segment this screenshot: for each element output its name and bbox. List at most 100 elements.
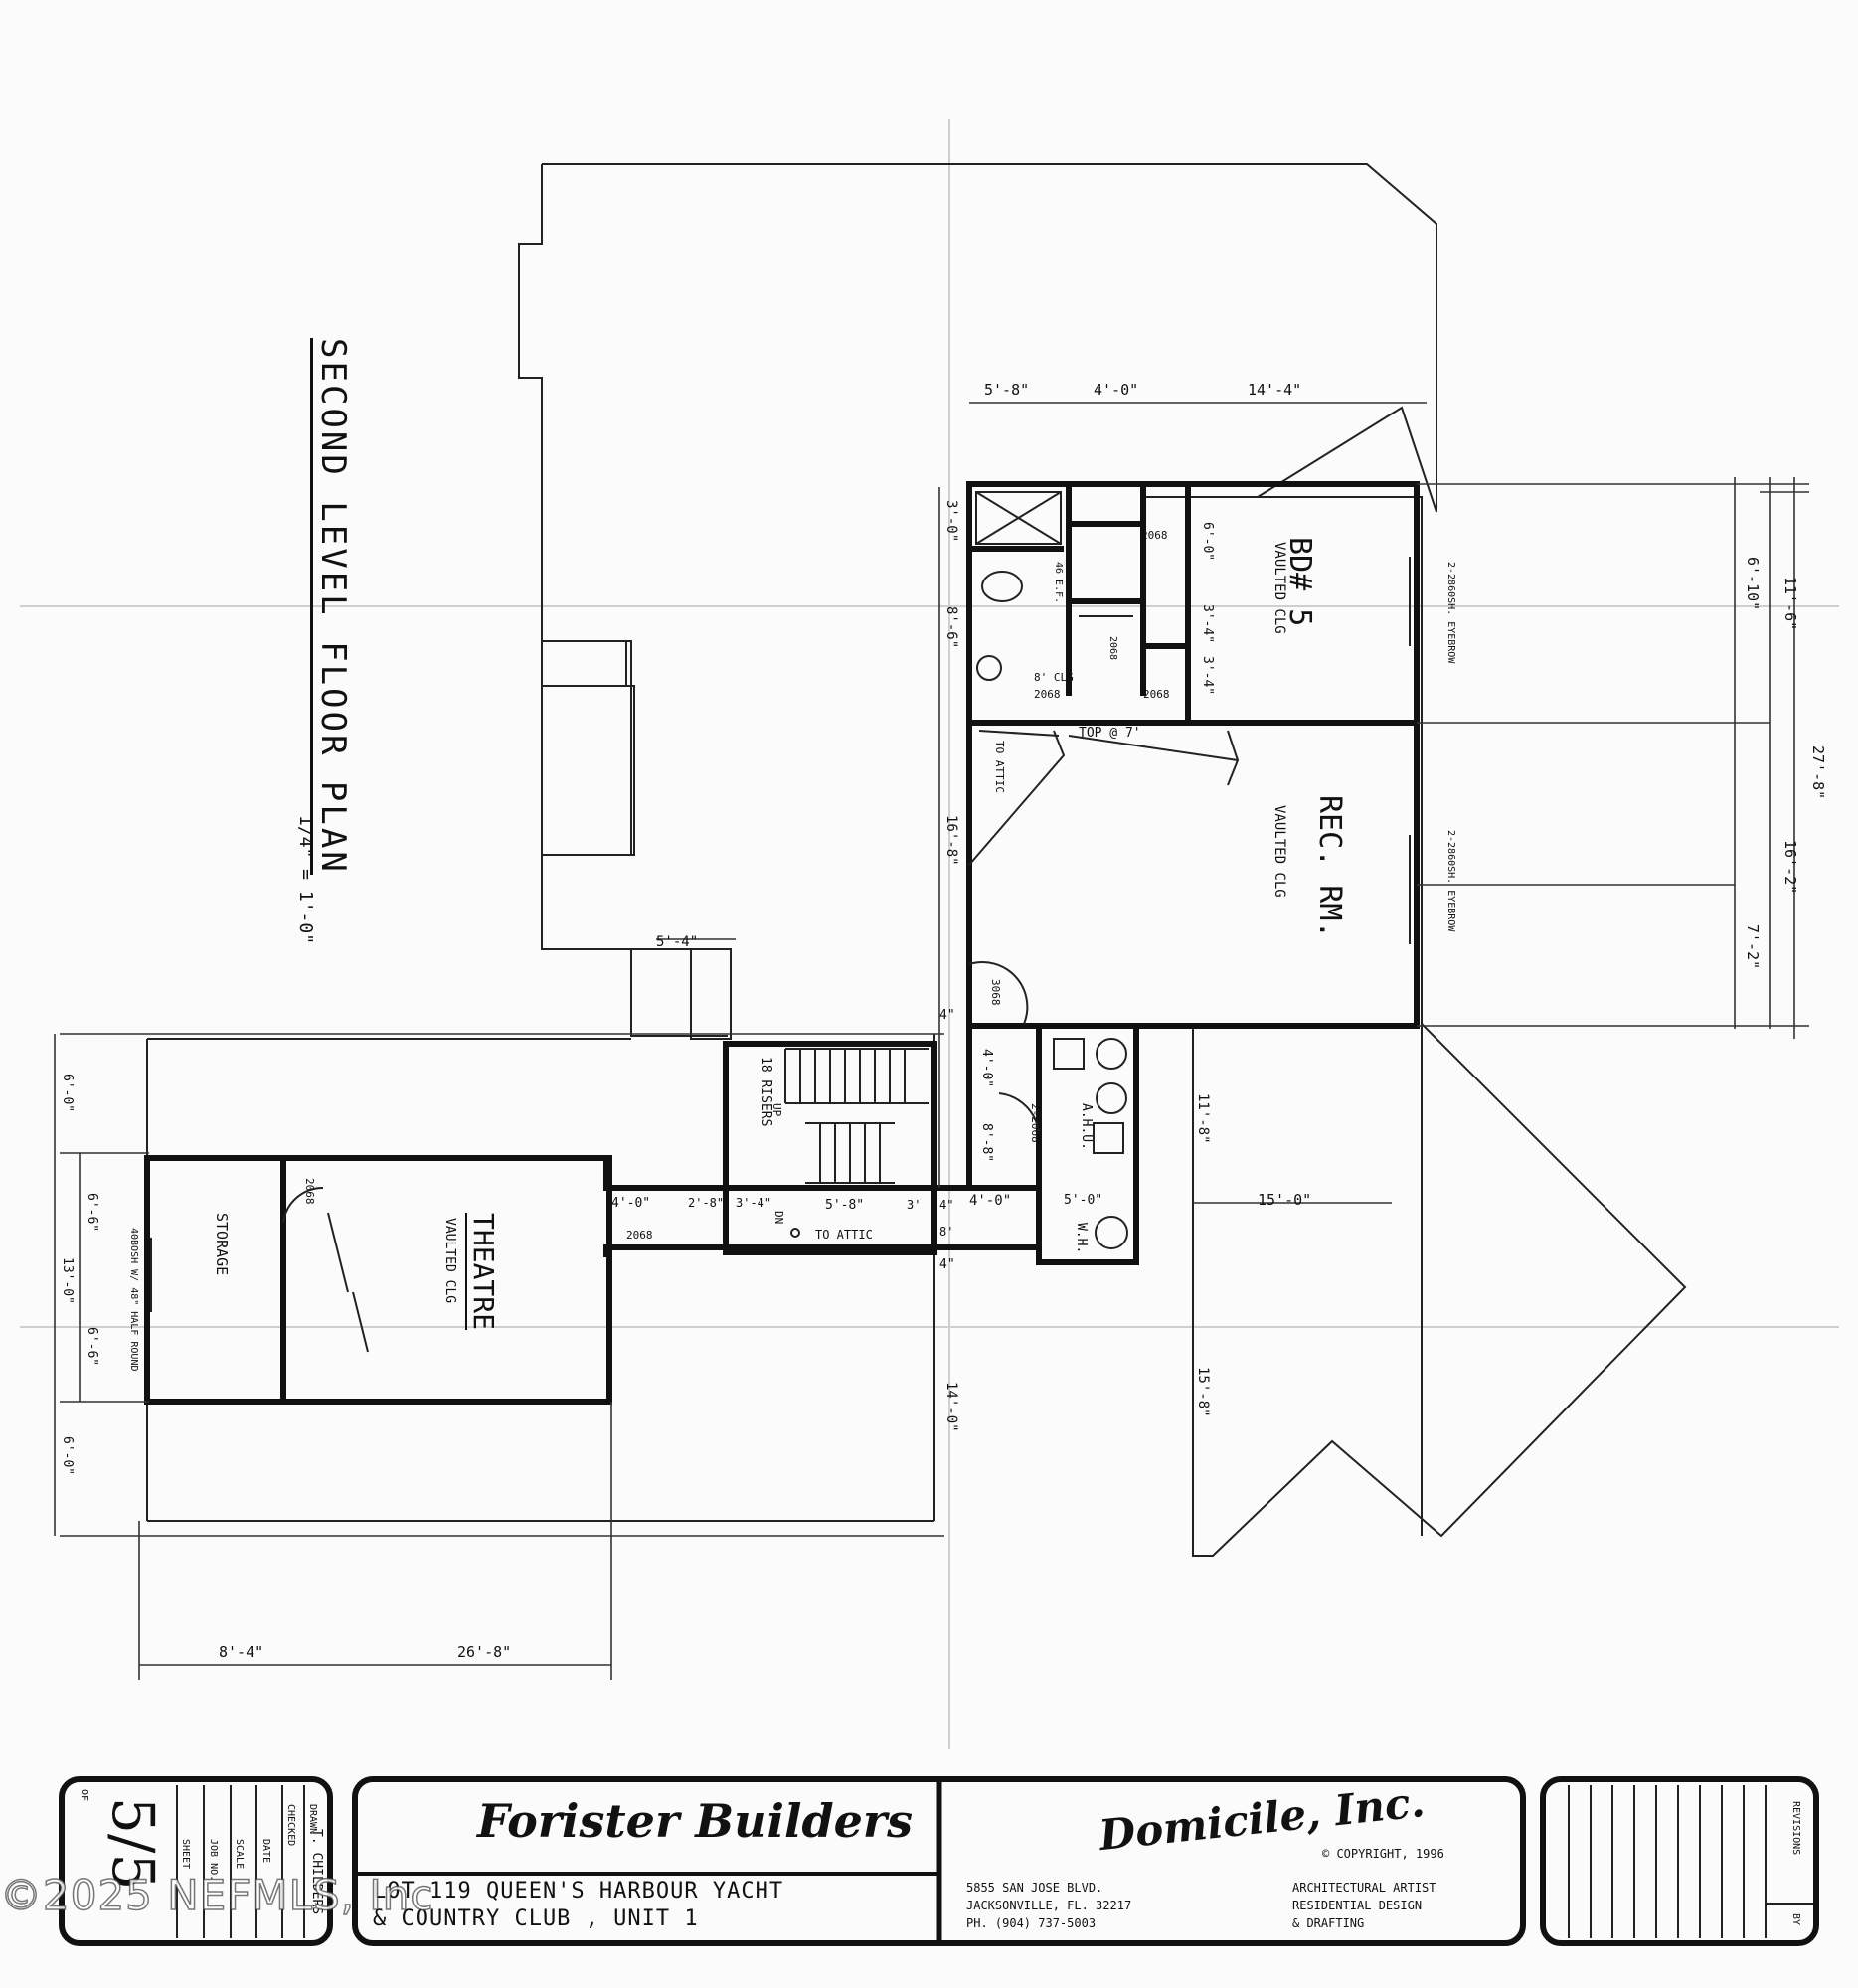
ahu-unit xyxy=(1053,1038,1085,1070)
door-label: 2068 xyxy=(1034,688,1061,701)
room-ceiling-bd5: VAULTED CLG xyxy=(1271,542,1287,634)
ahu-unit xyxy=(1093,1122,1124,1154)
dimension-label: 6'-10" xyxy=(1744,557,1762,611)
dimension-label: 6'-0" xyxy=(60,1074,75,1113)
dimension-label: 11'-8" xyxy=(1195,1093,1211,1144)
sheet-info-columns xyxy=(176,1785,305,1938)
room-label-storage: STORAGE xyxy=(213,1213,231,1276)
firm-service: ARCHITECTURAL ARTIST xyxy=(1292,1881,1436,1895)
dimension-label: 4'-0" xyxy=(1094,381,1139,399)
dimension-label: 16'-2" xyxy=(1781,840,1799,895)
stair-treads xyxy=(784,1048,929,1184)
dimension-label: 3' xyxy=(907,1198,922,1212)
door-label: 2068 xyxy=(1143,688,1170,701)
door-label: 2068 xyxy=(1141,529,1168,542)
dimension-label: 6'-0" xyxy=(1200,522,1215,562)
door-label: 2068 xyxy=(626,1229,653,1242)
shower xyxy=(975,491,1062,545)
dimension-label: 5'-8" xyxy=(825,1198,865,1213)
project-line-1: LOT 119 QUEEN'S HARBOUR YACHT xyxy=(373,1879,784,1904)
revisions-by-label: BY xyxy=(1790,1913,1801,1926)
dimension-label: 8'-6" xyxy=(943,606,959,649)
mls-watermark: ©2025 NEFMLS, Inc xyxy=(0,1870,434,1920)
dimension-label: 4'-0" xyxy=(979,1049,994,1088)
room-label-rec: REC. RM. xyxy=(1312,795,1347,939)
dimension-label: 5'-8" xyxy=(984,381,1030,399)
stair-dn-label: DN xyxy=(772,1211,785,1225)
dimension-label: 8'-8" xyxy=(979,1123,994,1163)
rec-room-walls xyxy=(966,720,1420,1029)
dimension-label: 5'-0" xyxy=(1064,1193,1103,1208)
bd5-walls xyxy=(966,481,1420,726)
dimension-lines xyxy=(54,402,1809,1680)
sheet-field-label: SHEET xyxy=(180,1839,191,1870)
copyright-notice: © COPYRIGHT, 1996 xyxy=(1322,1847,1444,1861)
top-plate-label: TOP @ 7' xyxy=(1079,726,1141,741)
dimension-label: 6'-6" xyxy=(84,1327,99,1367)
door-swing xyxy=(968,961,1029,1025)
dimension-label: 3'-4" xyxy=(1200,604,1215,644)
lower-level-outline xyxy=(541,427,732,1040)
builder-name: Forister Builders xyxy=(477,1794,914,1848)
attic-access xyxy=(978,730,1060,737)
dimension-label: 11'-6" xyxy=(1781,577,1799,631)
dimension-label: 14'-4" xyxy=(1248,381,1302,399)
ahu-label: A.H.U. xyxy=(1079,1103,1094,1150)
dimension-label: 14'-0" xyxy=(943,1382,959,1432)
dimension-label: 7'-2" xyxy=(1744,924,1762,970)
dimension-label: 4" xyxy=(939,1008,955,1023)
dimension-label: 3'-4" xyxy=(736,1196,772,1210)
dimension-label: 4'-0" xyxy=(611,1196,651,1211)
lower-level-outline xyxy=(630,949,728,1037)
firm-address-2: JACKSONVILLE, FL. 32217 xyxy=(966,1899,1132,1912)
vault-ridge xyxy=(1227,730,1240,786)
dimension-label: 8'-4" xyxy=(219,1643,264,1661)
theatre-walls xyxy=(144,1155,612,1405)
door-label: 2068 xyxy=(303,1178,316,1205)
sheet-field-label: CHECKED xyxy=(285,1804,296,1847)
of-label: OF xyxy=(79,1789,89,1802)
firm-phone: PH. (904) 737-5003 xyxy=(966,1916,1097,1930)
door-label: 2-2068 xyxy=(1029,1103,1042,1143)
room-ceiling-theatre: VAULTED CLG xyxy=(442,1218,457,1304)
dimension-label: 13'-0" xyxy=(60,1257,75,1304)
ahu-unit xyxy=(1096,1038,1127,1070)
revisions-frame xyxy=(1540,1776,1819,1946)
door-label: 2068 xyxy=(1107,636,1118,661)
revisions-label: REVISIONS xyxy=(1790,1801,1801,1856)
dimension-label: 27'-8" xyxy=(1809,746,1827,800)
vault-ridge xyxy=(1068,735,1239,761)
stair-up-label: UP xyxy=(770,1103,783,1117)
lower-level-outline xyxy=(542,640,627,686)
sheet-field-label: DATE xyxy=(260,1839,271,1864)
toilet xyxy=(981,571,1023,602)
window-label: 40BOSH W/ 48" HALF ROUND xyxy=(128,1228,139,1372)
attic-label: TO ATTIC xyxy=(993,741,1006,793)
water-heater xyxy=(1095,1216,1128,1249)
door-label: 3068 xyxy=(989,979,1002,1006)
water-heater-label: W.H. xyxy=(1074,1223,1089,1254)
plan-scale: 1/4" = 1'-0" xyxy=(295,815,316,945)
plan-title: SECOND LEVEL FLOOR PLAN xyxy=(310,338,353,875)
vault-ridge xyxy=(327,1212,349,1293)
dimension-label: 6'-6" xyxy=(84,1193,99,1233)
sheet-field-label: SCALE xyxy=(234,1839,245,1870)
firm-address-1: 5855 SAN JOSE BLVD. xyxy=(966,1881,1103,1895)
title-frame xyxy=(352,1776,1526,1946)
door-swing xyxy=(282,1186,324,1224)
firm-service: RESIDENTIAL DESIGN xyxy=(1292,1899,1423,1912)
stair-walls xyxy=(723,1041,937,1255)
attic-label: TO ATTIC xyxy=(815,1228,873,1242)
room-label-bd5: BD# 5 xyxy=(1282,537,1317,627)
dimension-label: 3'-4" xyxy=(1200,656,1215,696)
dimension-label: 2'-8" xyxy=(688,1196,725,1210)
revisions-grid xyxy=(1568,1785,1813,1938)
dimension-label: 15'-8" xyxy=(1195,1367,1211,1417)
dimension-label: 4'-0" xyxy=(969,1193,1012,1209)
dimension-label: 6'-0" xyxy=(60,1436,75,1476)
dimension-label: 4" xyxy=(939,1257,955,1272)
door-swing xyxy=(998,1092,1040,1134)
vault-ridge xyxy=(352,1291,369,1353)
window-label: 2-2860SH. EYEBROW xyxy=(1445,562,1456,664)
